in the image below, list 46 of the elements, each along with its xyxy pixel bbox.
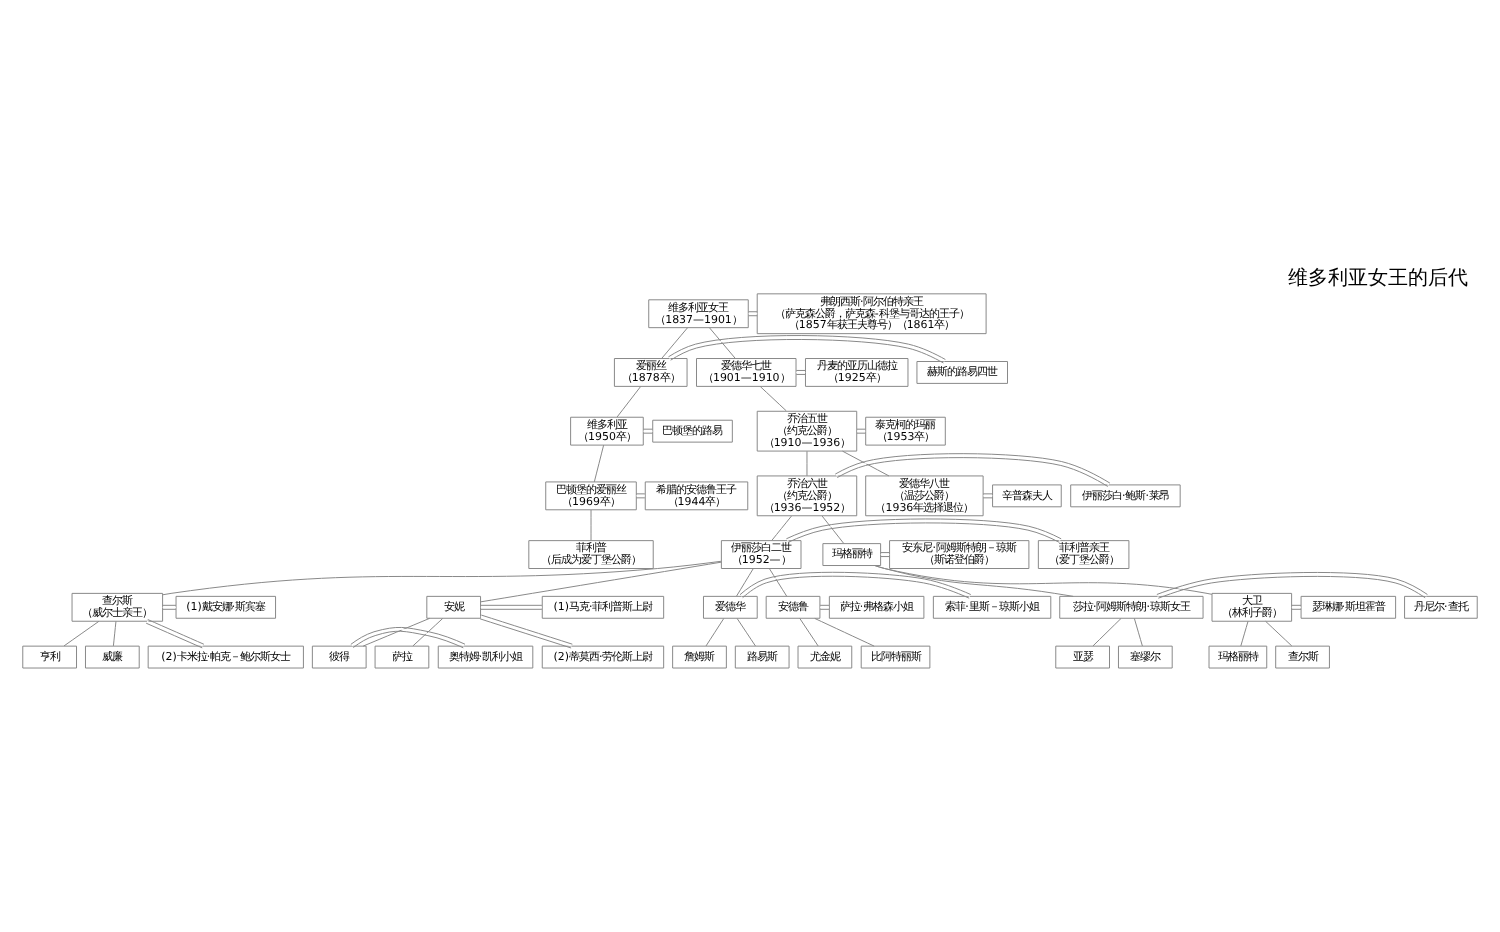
connector — [661, 327, 688, 359]
connector — [834, 453, 1111, 487]
connector — [806, 450, 808, 477]
connector — [1291, 604, 1302, 610]
connector — [1265, 620, 1293, 647]
connector — [1156, 571, 1428, 599]
connector — [799, 617, 819, 647]
connector — [1092, 617, 1122, 647]
connector — [736, 617, 756, 647]
connector — [616, 386, 642, 418]
connector — [635, 493, 646, 499]
connector — [593, 444, 605, 483]
connector — [480, 561, 722, 603]
connector — [112, 620, 117, 647]
connector — [759, 386, 787, 412]
connector — [856, 428, 866, 434]
connector — [145, 619, 205, 649]
connector — [705, 617, 725, 647]
connector — [63, 620, 100, 647]
connector — [795, 369, 806, 375]
connector — [739, 571, 972, 599]
connector — [162, 604, 177, 610]
connector — [709, 327, 736, 359]
connector — [819, 604, 830, 610]
connector — [874, 565, 1074, 597]
connector — [642, 428, 654, 434]
connector — [821, 515, 845, 544]
connector — [771, 515, 792, 541]
connector — [479, 614, 573, 649]
connector — [590, 509, 592, 541]
connector — [162, 560, 722, 596]
connector — [814, 617, 875, 647]
connector — [362, 617, 431, 647]
connector — [768, 568, 788, 597]
connector — [480, 604, 543, 610]
connector — [874, 565, 1213, 595]
connector — [982, 493, 993, 499]
connector — [1133, 617, 1143, 647]
connector — [736, 568, 754, 597]
connector — [785, 518, 1062, 543]
connector — [412, 617, 444, 647]
connector — [842, 450, 890, 477]
connector — [1240, 620, 1249, 647]
connector — [350, 626, 466, 649]
diagram-title: 维多利亚女王的后代 — [1288, 267, 1469, 290]
connector — [668, 335, 946, 364]
